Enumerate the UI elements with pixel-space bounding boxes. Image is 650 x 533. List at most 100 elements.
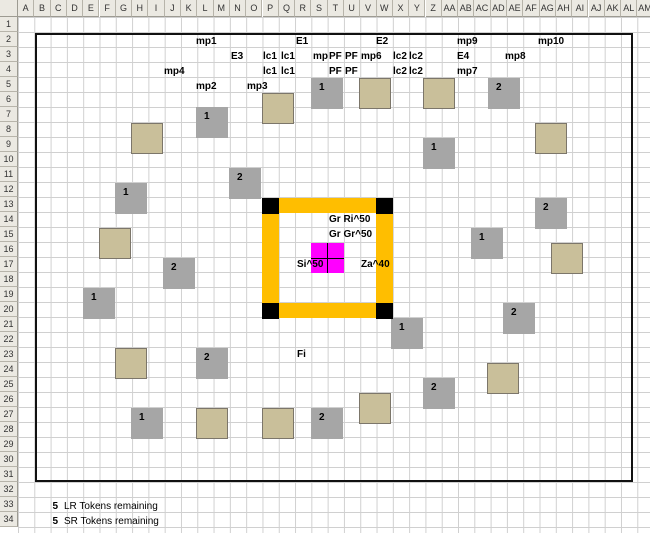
row-header[interactable]: 4	[0, 62, 18, 77]
column-header[interactable]: X	[392, 0, 410, 17]
gray-tile[interactable]: 2	[535, 198, 567, 229]
column-header[interactable]: U	[344, 0, 361, 17]
row-header[interactable]: 22	[0, 332, 18, 347]
tan-tile[interactable]	[359, 393, 391, 424]
select-all-corner[interactable]	[0, 0, 18, 17]
column-header[interactable]: M	[213, 0, 230, 17]
column-header[interactable]: AD	[490, 0, 507, 17]
column-header[interactable]: J	[164, 0, 181, 17]
row-header[interactable]: 16	[0, 242, 18, 257]
row-header[interactable]: 11	[0, 167, 18, 182]
row-header[interactable]: 30	[0, 452, 18, 467]
tan-tile[interactable]	[262, 93, 294, 124]
row-header[interactable]: 9	[0, 137, 18, 152]
row-header[interactable]: 19	[0, 287, 18, 302]
row-header[interactable]: 24	[0, 362, 18, 377]
column-header[interactable]: H	[132, 0, 149, 17]
column-header[interactable]: AA	[441, 0, 459, 17]
row-header[interactable]: 32	[0, 482, 18, 497]
row-header[interactable]: 26	[0, 392, 18, 407]
row-header[interactable]: 5	[0, 77, 18, 92]
row-header[interactable]: 15	[0, 227, 18, 242]
column-header[interactable]: S	[311, 0, 328, 17]
column-header[interactable]: O	[246, 0, 263, 17]
column-header[interactable]: AM	[637, 0, 650, 17]
column-header[interactable]: E	[83, 0, 100, 17]
gray-tile[interactable]: 2	[311, 408, 343, 439]
row-header[interactable]: 20	[0, 302, 18, 317]
column-header[interactable]: Z	[425, 0, 442, 17]
gray-tile[interactable]: 2	[229, 168, 261, 199]
tan-tile[interactable]	[131, 123, 163, 154]
gray-tile[interactable]: 2	[196, 348, 228, 379]
tan-tile[interactable]	[551, 243, 583, 274]
row-header[interactable]: 23	[0, 347, 18, 362]
gray-tile[interactable]: 2	[423, 378, 455, 409]
column-header[interactable]: B	[34, 0, 51, 17]
row-header[interactable]: 34	[0, 512, 18, 527]
gray-tile[interactable]: 2	[163, 258, 195, 289]
tan-tile[interactable]	[115, 348, 147, 379]
tan-tile[interactable]	[196, 408, 228, 439]
tan-tile[interactable]	[487, 363, 519, 394]
column-header[interactable]: D	[66, 0, 84, 17]
column-header[interactable]: A	[18, 0, 35, 17]
tan-tile[interactable]	[262, 408, 294, 439]
row-header[interactable]: 6	[0, 92, 18, 107]
row-header[interactable]: 13	[0, 197, 18, 212]
gray-tile[interactable]: 1	[115, 183, 147, 214]
column-header[interactable]: AK	[604, 0, 622, 17]
row-header[interactable]: 27	[0, 407, 18, 422]
row-header[interactable]: 17	[0, 257, 18, 272]
row-header[interactable]: 7	[0, 107, 18, 122]
tan-tile[interactable]	[423, 78, 455, 109]
gray-tile[interactable]: 1	[83, 288, 115, 319]
row-header[interactable]: 1	[0, 17, 18, 32]
column-header[interactable]: T	[327, 0, 344, 17]
gray-tile[interactable]: 1	[311, 78, 343, 109]
row-header[interactable]: 18	[0, 272, 18, 287]
tan-tile[interactable]	[535, 123, 567, 154]
gray-tile[interactable]: 1	[471, 228, 503, 259]
gray-tile[interactable]: 1	[131, 408, 163, 439]
row-header[interactable]: 29	[0, 437, 18, 452]
tan-tile[interactable]	[359, 78, 391, 109]
column-header[interactable]: G	[115, 0, 133, 17]
column-header[interactable]: AI	[572, 0, 589, 17]
gray-tile[interactable]: 1	[391, 318, 423, 349]
row-header[interactable]: 12	[0, 182, 18, 197]
column-header[interactable]: C	[50, 0, 67, 17]
column-header[interactable]: F	[99, 0, 116, 17]
column-header[interactable]: AH	[555, 0, 573, 17]
column-header[interactable]: Y	[409, 0, 426, 17]
column-header[interactable]: W	[376, 0, 393, 17]
column-header[interactable]: V	[360, 0, 377, 17]
column-header[interactable]: AL	[621, 0, 638, 17]
row-header[interactable]: 14	[0, 212, 18, 227]
row-header[interactable]: 2	[0, 32, 18, 47]
column-header[interactable]: AG	[539, 0, 556, 17]
column-header[interactable]: AE	[507, 0, 524, 17]
row-header[interactable]: 25	[0, 377, 18, 392]
column-header[interactable]: AF	[523, 0, 540, 17]
row-header[interactable]: 31	[0, 467, 18, 482]
row-header[interactable]: 8	[0, 122, 18, 137]
gray-tile[interactable]: 1	[423, 138, 455, 169]
column-header[interactable]: N	[229, 0, 247, 17]
column-header[interactable]: R	[295, 0, 312, 17]
column-header[interactable]: AC	[474, 0, 491, 17]
row-header[interactable]: 28	[0, 422, 18, 437]
gray-tile[interactable]: 1	[196, 107, 228, 138]
row-header[interactable]: 3	[0, 47, 18, 62]
column-header[interactable]: L	[197, 0, 214, 17]
column-header[interactable]: Q	[278, 0, 296, 17]
gray-tile[interactable]: 2	[488, 78, 520, 109]
column-header[interactable]: AB	[458, 0, 475, 17]
column-header[interactable]: AJ	[588, 0, 605, 17]
gray-tile[interactable]: 2	[503, 303, 535, 334]
row-header[interactable]: 21	[0, 317, 18, 332]
column-header[interactable]: I	[148, 0, 165, 17]
column-header[interactable]: P	[262, 0, 279, 17]
column-header[interactable]: K	[181, 0, 198, 17]
tan-tile[interactable]	[99, 228, 131, 259]
